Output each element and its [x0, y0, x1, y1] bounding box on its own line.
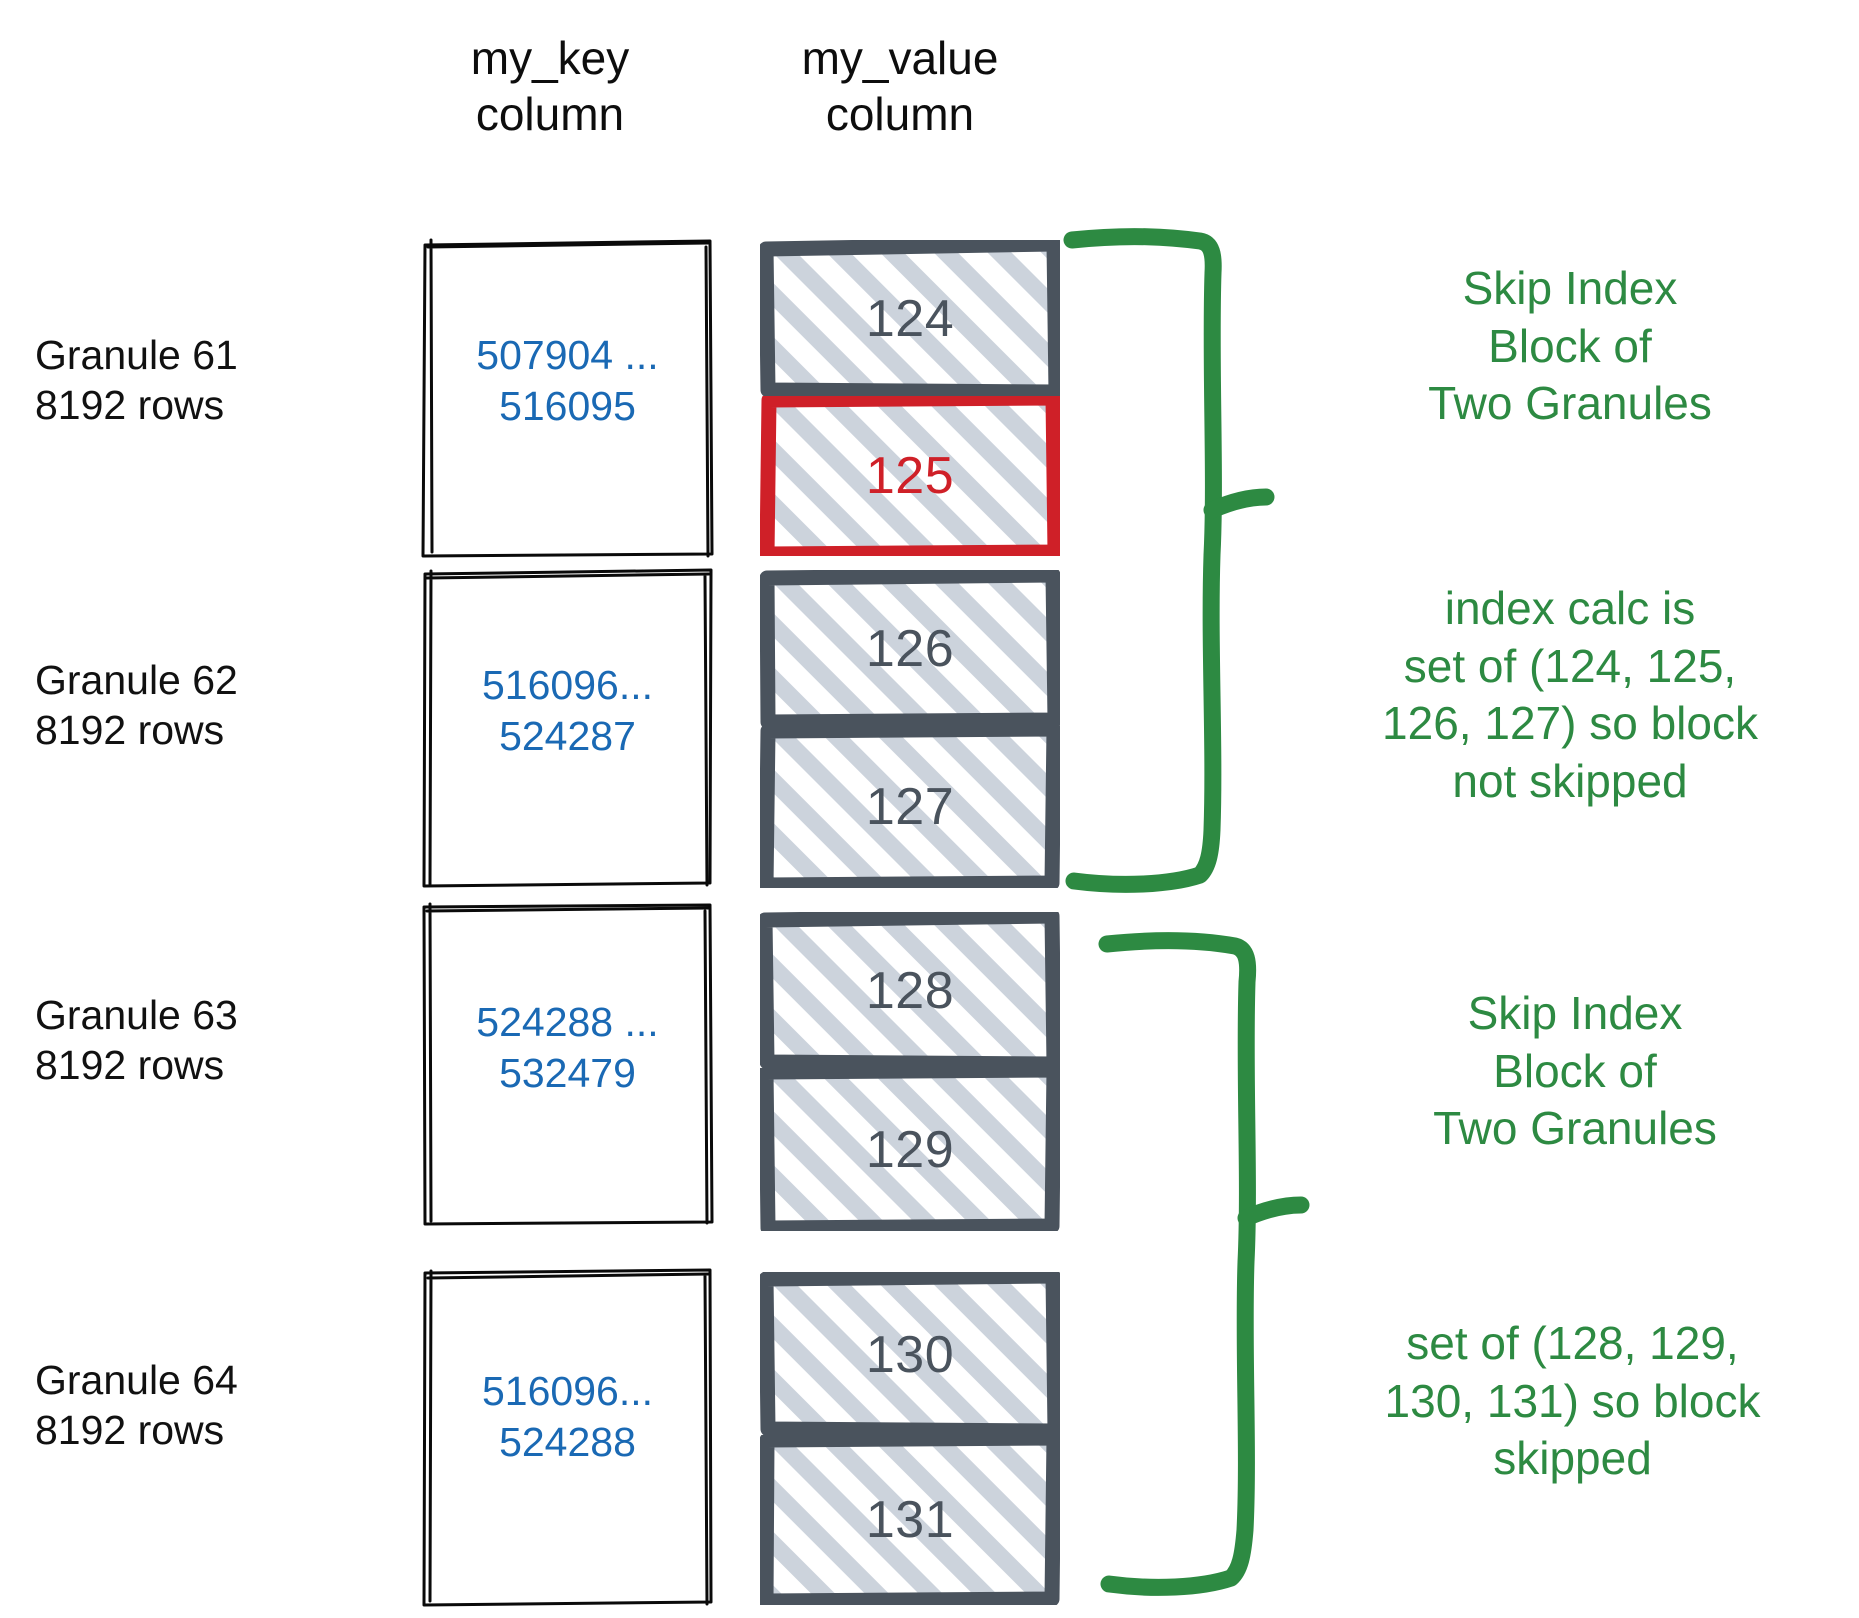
key-box-granule-61: 507904 ... 516095: [420, 238, 715, 558]
hatched-block-highlighted-icon: [760, 396, 1060, 556]
sketch-rect-icon: [420, 1268, 715, 1608]
value-number-124: 124: [865, 290, 955, 348]
my-value-column-header: my_value column: [801, 32, 999, 141]
value-cell-131: 131: [760, 1435, 1060, 1605]
annotation-title-2: Skip Index Block of Two Granules: [1433, 987, 1717, 1154]
hatched-block-icon: [760, 1435, 1060, 1605]
value-cell-127: 127: [760, 726, 1060, 888]
value-number-130: 130: [865, 1325, 955, 1384]
skip-index-bracket-top: [1063, 228, 1275, 893]
value-cell-128: 128: [760, 912, 1060, 1070]
value-cell-126: 126: [760, 570, 1060, 728]
key-box-granule-62: 516096... 524287: [420, 568, 715, 888]
hatched-block-icon: [760, 1272, 1060, 1437]
value-number-131: 131: [865, 1491, 955, 1549]
key-range-granule-63: 524288 ... 532479: [476, 999, 659, 1097]
hatched-block-icon: [760, 726, 1060, 888]
annotation-detail-1: index calc is set of (124, 125, 126, 127…: [1382, 582, 1758, 807]
value-cell-130: 130: [760, 1272, 1060, 1437]
key-range-granule-64: 516096... 524288: [482, 1368, 653, 1466]
hatched-block-icon: [760, 1068, 1060, 1231]
hatched-block-icon: [760, 912, 1060, 1070]
annotation-title-1: Skip Index Block of Two Granules: [1428, 262, 1712, 429]
hatched-block-icon: [760, 240, 1060, 398]
value-cell-129: 129: [760, 1068, 1060, 1231]
skip-index-bracket-bottom: [1098, 932, 1310, 1596]
value-number-127: 127: [865, 778, 955, 836]
sketch-rect-icon: [420, 902, 715, 1227]
sketch-rect-icon: [420, 568, 715, 888]
key-range-granule-61: 507904 ... 516095: [476, 332, 659, 430]
granule-label-61: Granule 61 8192 rows: [35, 332, 238, 429]
hatched-block-icon: [760, 570, 1060, 728]
value-number-128: 128: [865, 962, 955, 1020]
value-number-125: 125: [865, 447, 955, 505]
value-number-126: 126: [865, 620, 955, 678]
sketch-rect-icon: [420, 238, 715, 558]
my-key-column-header: my_key column: [470, 32, 630, 141]
granule-label-64: Granule 64 8192 rows: [35, 1357, 238, 1454]
annotation-detail-2: set of (128, 129, 130, 131) so block ski…: [1384, 1317, 1761, 1484]
key-box-granule-64: 516096... 524288: [420, 1268, 715, 1608]
key-box-granule-63: 524288 ... 532479: [420, 902, 715, 1227]
granule-label-62: Granule 62 8192 rows: [35, 657, 238, 754]
value-cell-124: 124: [760, 240, 1060, 398]
value-cell-125: 125: [760, 396, 1060, 556]
value-number-129: 129: [865, 1120, 955, 1179]
key-range-granule-62: 516096... 524287: [482, 662, 653, 760]
granule-label-63: Granule 63 8192 rows: [35, 992, 238, 1089]
